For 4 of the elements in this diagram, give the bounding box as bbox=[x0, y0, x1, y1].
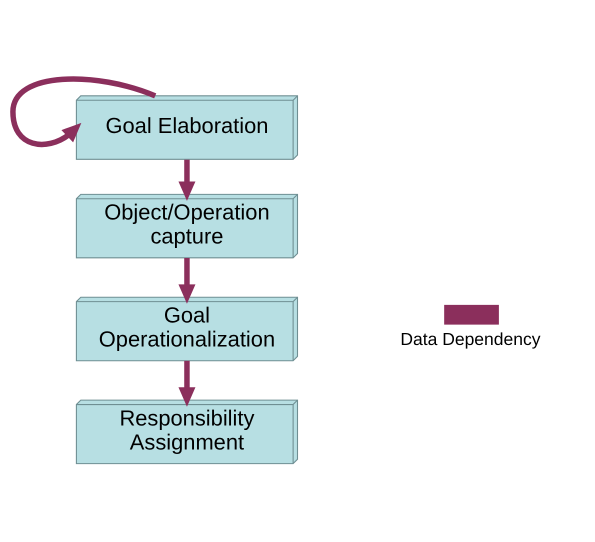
arrow bbox=[178, 258, 196, 304]
arrow bbox=[178, 360, 196, 407]
arrow bbox=[178, 160, 196, 201]
legend-label: Data Dependency bbox=[400, 329, 540, 350]
